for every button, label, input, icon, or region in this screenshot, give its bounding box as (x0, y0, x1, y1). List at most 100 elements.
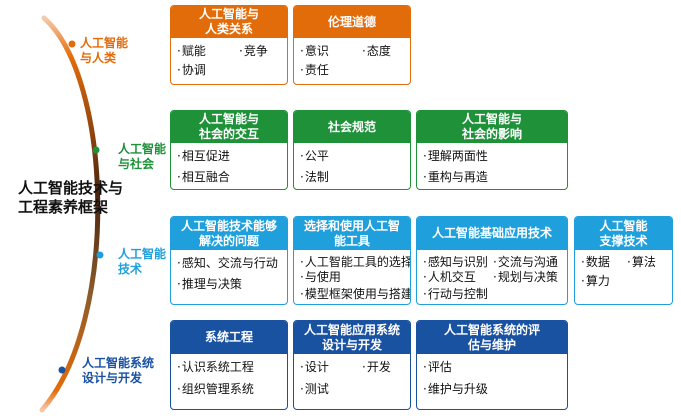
card: 社会规范公平法制 (293, 110, 411, 190)
card-title-line: 人工智能与 (198, 7, 259, 21)
card-items: 公平法制 (294, 143, 410, 188)
card-items: 相互促进相互融合 (171, 143, 287, 188)
card-item: 意识 (300, 44, 329, 58)
card-title: 伦理道德 (294, 6, 410, 38)
row-label-line: 人工智能 (80, 36, 129, 50)
arc-dot-2 (92, 146, 100, 154)
card-item: 理解两面性 (423, 149, 488, 163)
card-title-line: 社会规范 (327, 119, 376, 134)
card-items: 感知、交流与行动推理与决策 (171, 250, 287, 303)
card-item: 公平 (300, 149, 329, 163)
row-label-line: 技术 (118, 262, 143, 276)
card-title: 人工智能与社会的影响 (417, 111, 567, 143)
card-item: 重构与再造 (423, 170, 488, 184)
card-item: 人工智能工具的选择 (300, 255, 410, 269)
card-title: 人工智能应用系统设计与开发 (294, 321, 410, 354)
card-item: 与使用 (300, 270, 341, 284)
card-title: 人工智能基础应用技术 (417, 217, 567, 250)
card-title-line: 选择和使用人工智 (303, 218, 400, 233)
card-items: 认识系统工程组织管理系统 (171, 354, 287, 408)
card: 人工智能与人类关系赋能 竞争协调 (170, 5, 288, 85)
card-item: 规划与决策 (493, 270, 558, 284)
card-item: 设计 (300, 360, 329, 374)
card-title-line: 解决的问题 (198, 233, 259, 248)
card-item: 相互促进 (177, 149, 230, 163)
card-title-line: 人工智能技术能够 (180, 218, 277, 233)
card-items: 设计 开发测试 (294, 354, 410, 408)
card-title-line: 估与维护 (467, 337, 516, 352)
arc-curve (39, 15, 101, 413)
row-label-line: 人工智能 (118, 247, 167, 261)
arc-dot-4 (58, 366, 66, 374)
row-label-line: 人工智能系统 (82, 356, 155, 370)
arc-dot-1 (68, 40, 76, 48)
card: 系统工程认识系统工程组织管理系统 (170, 320, 288, 410)
card-title: 系统工程 (171, 321, 287, 354)
card: 伦理道德意识态度责任 (293, 5, 411, 85)
row-label-line: 人工智能 (118, 142, 167, 156)
card-items: 人工智能工具的选择与使用模型框架使用与搭建 (294, 250, 410, 303)
card: 人工智能系统的评估与维护评估维护与升级 (416, 320, 568, 410)
card-title: 人工智能系统的评估与维护 (417, 321, 567, 354)
card-item: 认识系统工程 (177, 360, 254, 374)
card: 人工智能基础应用技术感知与识别交流与沟通人机交互 规划与决策行动与控制 (416, 216, 568, 305)
row-label-technology: 人工智能 技术 (118, 247, 166, 277)
arc-dot-3 (96, 251, 104, 259)
card-items: 赋能 竞争协调 (171, 38, 287, 83)
card-title-line: 支撑技术 (599, 233, 648, 248)
card-title-line: 人类关系 (204, 22, 253, 36)
card-title-line: 设计与开发 (321, 337, 382, 352)
card-title-line: 系统工程 (204, 330, 253, 344)
card-title-line: 人工智能系统的评 (443, 322, 540, 337)
card-item: 算力 (581, 274, 610, 288)
card-title-line: 人工智能应用系统 (303, 322, 400, 337)
card-title: 社会规范 (294, 111, 410, 143)
card: 人工智能应用系统设计与开发设计 开发测试 (293, 320, 411, 410)
card-title-line: 伦理道德 (327, 14, 376, 29)
card-item: 开发 (362, 360, 391, 374)
card-item: 赋能 (177, 44, 206, 58)
card-item: 算法 (627, 255, 656, 269)
card-item: 协调 (177, 63, 206, 77)
card-item: 组织管理系统 (177, 382, 254, 396)
card-items: 意识态度责任 (294, 38, 410, 83)
card-item: 评估 (423, 360, 452, 374)
card-item: 推理与决策 (177, 277, 242, 291)
card-item: 态度 (362, 44, 391, 58)
card-item: 相互融合 (177, 170, 230, 184)
card-item: 感知与识别 (423, 255, 488, 269)
card-title-line: 人工智能 (599, 218, 648, 233)
row-label-human: 人工智能 与人类 (80, 36, 128, 66)
card: 人工智能支撑技术数据 算法算力 (574, 216, 673, 305)
card-item: 行动与控制 (423, 287, 488, 301)
card-items: 感知与识别交流与沟通人机交互 规划与决策行动与控制 (417, 250, 567, 303)
card-item: 竞争 (239, 44, 268, 58)
framework-title: 人工智能技术与工程素养框架 (18, 179, 124, 216)
card-item: 模型框架使用与搭建 (300, 287, 410, 301)
card-item: 交流与沟通 (493, 255, 558, 269)
row-label-line: 与人类 (80, 51, 117, 65)
card-item: 人机交互 (423, 270, 476, 284)
card: 选择和使用人工智能工具人工智能工具的选择与使用模型框架使用与搭建 (293, 216, 411, 305)
row-label-system: 人工智能系统 设计与开发 (82, 356, 154, 386)
card-title: 人工智能支撑技术 (575, 217, 672, 250)
card-item: 数据 (581, 255, 610, 269)
card-items: 理解两面性重构与再造 (417, 143, 567, 188)
card: 人工智能与社会的交互相互促进相互融合 (170, 110, 288, 190)
row-label-line: 与社会 (118, 157, 155, 171)
card-items: 数据 算法算力 (575, 250, 672, 303)
card-item: 测试 (300, 382, 329, 396)
card-items: 评估维护与升级 (417, 354, 567, 408)
card-title-line: 人工智能与 (198, 112, 259, 126)
card-title-line: 社会的交互 (198, 127, 259, 141)
card-title: 选择和使用人工智能工具 (294, 217, 410, 250)
card: 人工智能与社会的影响理解两面性重构与再造 (416, 110, 568, 190)
card-item: 感知、交流与行动 (177, 256, 278, 270)
card-title-line: 社会的影响 (461, 127, 522, 141)
card-title-line: 人工智能基础应用技术 (431, 226, 552, 240)
card: 人工智能技术能够解决的问题感知、交流与行动推理与决策 (170, 216, 288, 305)
card-item: 维护与升级 (423, 382, 488, 396)
row-label-line: 设计与开发 (82, 371, 143, 385)
row-label-society: 人工智能 与社会 (118, 142, 166, 172)
